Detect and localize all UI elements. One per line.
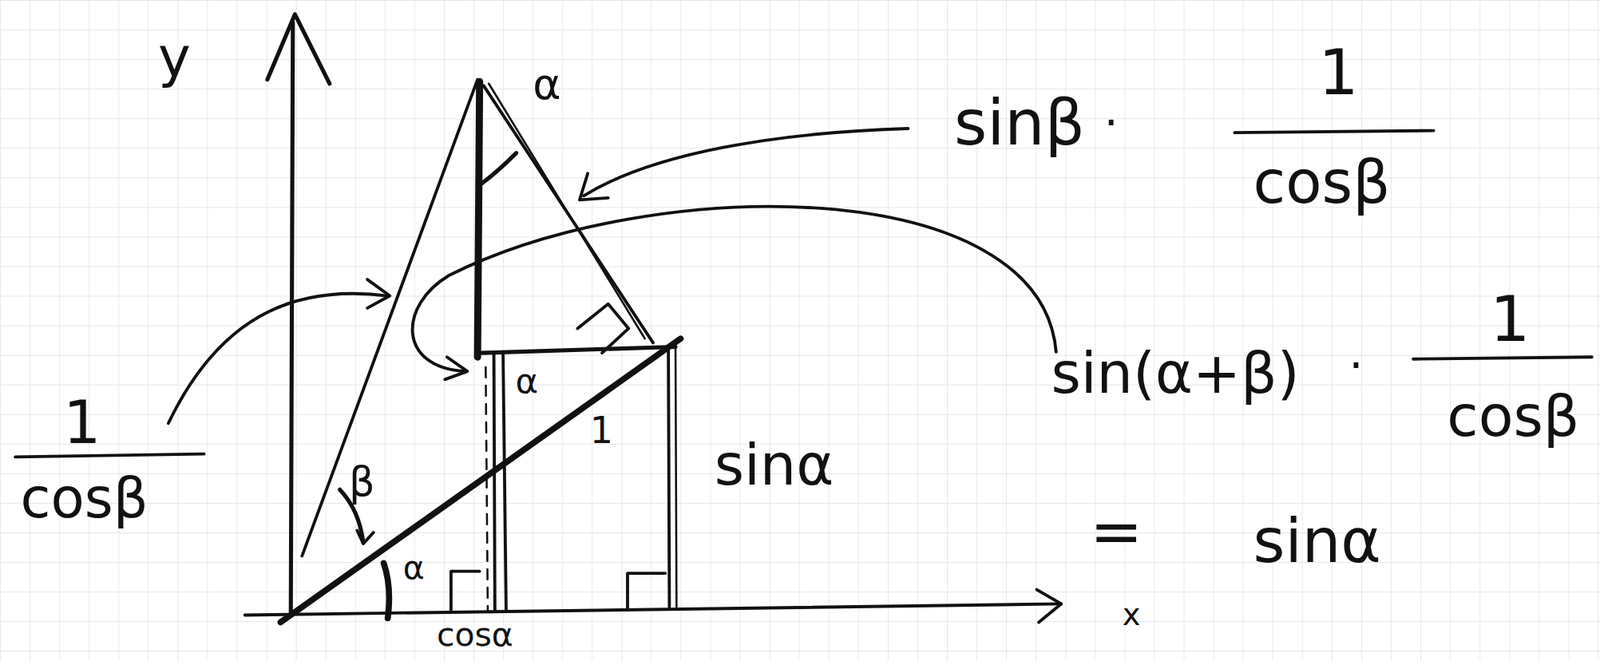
operator: = (1089, 499, 1143, 563)
side-label: sinα (714, 436, 835, 495)
angle-label: α (514, 363, 539, 398)
axis-label: x (1122, 599, 1141, 630)
fraction-denominator: cosβ (20, 471, 149, 527)
axis-label: y (158, 30, 191, 86)
formula-term: sinα (1252, 510, 1381, 572)
fraction-numerator: 1 (63, 392, 101, 452)
side-label: 1 (590, 411, 614, 449)
formula-term: sinβ (954, 91, 1086, 155)
operator: · (1349, 342, 1364, 388)
operator: · (1104, 99, 1119, 145)
fraction-numerator: 1 (1318, 40, 1359, 104)
fraction-numerator: 1 (1489, 287, 1530, 351)
fraction-denominator: cosβ (1446, 388, 1580, 446)
side-label: cosα (436, 617, 514, 651)
fraction-denominator: cosβ (1252, 153, 1391, 213)
angle-label: α (403, 550, 425, 584)
angle-label: α (532, 63, 561, 107)
angle-label: β (348, 461, 376, 503)
formula-term: sin(α+β) (1050, 344, 1300, 403)
